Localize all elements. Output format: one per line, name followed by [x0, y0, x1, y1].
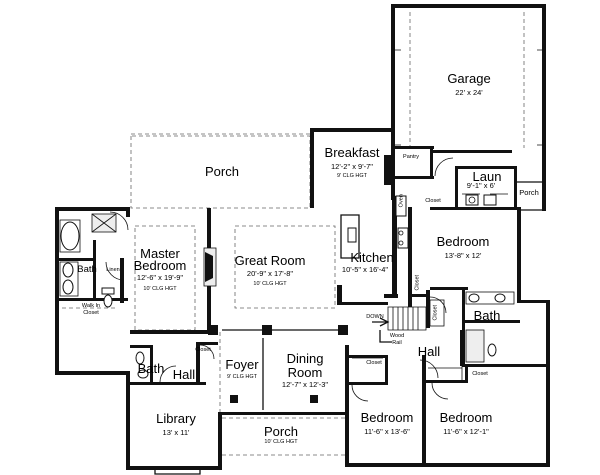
walk-in-closet-label-1: Walk In — [81, 303, 101, 309]
master-bedroom-dims: 12'-6" x 19'-9" — [136, 273, 184, 282]
breakfast-dims: 12'-2" x 9'-7" — [331, 162, 373, 171]
pantry-name: Pantry — [403, 154, 419, 160]
kitchen-fixtures — [337, 155, 409, 305]
library-name: Library — [156, 411, 196, 426]
southeast-bedroom-dims: 11'-6" x 12'-1" — [443, 427, 489, 436]
great-room-ceiling: 10' CLG HGT — [253, 281, 287, 287]
front-walls — [208, 325, 348, 410]
east-closet-a-label: Closet — [414, 274, 421, 291]
porch-steps — [154, 470, 201, 475]
back-porch-name: Porch — [205, 164, 239, 179]
side-porch-name: Porch — [519, 188, 539, 197]
garage-dims: 22' x 24' — [455, 88, 483, 97]
great-room-name: Great Room — [234, 253, 306, 268]
laundry-dims: 9'-1" x 6' — [466, 181, 496, 190]
front-porch-ceiling: 10' CLG HGT — [264, 439, 298, 445]
stairs — [372, 306, 427, 343]
foyer-name: Foyer — [225, 357, 259, 372]
kitchen-dims: 10'-5" x 16'-4" — [341, 265, 389, 274]
east-bedroom-name: Bedroom — [436, 234, 490, 249]
stairs-down-label: DOWN — [366, 314, 384, 320]
utility-walls — [394, 146, 545, 211]
exterior-walls — [55, 207, 550, 470]
dining-room-name: Room — [287, 365, 323, 380]
east-hall-name: Hall — [417, 344, 441, 359]
east-wing-walls — [408, 207, 550, 380]
breakfast-name: Breakfast — [324, 145, 380, 160]
wood-rail-label: Rail — [392, 340, 402, 346]
east-bedroom-dims: 13'-8" x 12' — [444, 251, 482, 260]
garage-name: Garage — [447, 71, 491, 86]
east-closet-b-label: Closet — [432, 304, 439, 321]
east-closet-label: Closet — [472, 371, 488, 377]
southeast-bedroom-name: Bedroom — [439, 410, 493, 425]
master-suite-interior — [58, 211, 129, 309]
master-bedroom-ceiling: 10' CLG HGT — [143, 286, 177, 292]
hall-left-walls — [126, 342, 218, 385]
bottom-bedrooms-walls — [345, 355, 468, 465]
garage-walls — [391, 4, 546, 211]
small-bath-name: Bath — [137, 361, 165, 376]
breakfast-ceiling: 9' CLG HGT — [336, 173, 368, 179]
foyer-ceiling: 9' CLG HGT — [226, 374, 258, 380]
library-dims: 13' x 11' — [162, 428, 190, 437]
oven-label: Oven — [398, 194, 405, 208]
master-bedroom-name-1: Master — [140, 246, 180, 261]
dining-room-dims: 12'-7" x 12'-3" — [281, 380, 329, 389]
great-room-dims: 20'-9" x 17'-8" — [246, 269, 294, 278]
kitchen-name: Kitchen — [350, 250, 394, 265]
east-bath-name: Bath — [473, 308, 501, 323]
mid-closet-label: Closet — [366, 360, 382, 366]
foyer-closet-label: Closet — [195, 347, 211, 353]
west-hall-name: Hall — [172, 367, 196, 382]
linen-label: Linen — [106, 267, 120, 273]
master-bath-name: Bath — [77, 264, 97, 275]
laundry-closet-name: Closet — [425, 198, 441, 204]
dining-room-name-1: Dining — [286, 351, 324, 366]
wood-rail-label-1: Wood — [389, 333, 405, 339]
mid-bedroom-name: Bedroom — [360, 410, 414, 425]
front-porch-name: Porch — [264, 424, 298, 439]
master-bedroom-name: Bedroom — [133, 258, 187, 273]
laundry-name: Laun — [472, 169, 502, 184]
walk-in-closet-label: Closet — [83, 310, 99, 316]
fireplace — [203, 247, 217, 287]
mid-bedroom-dims: 11'-6" x 13'-6" — [364, 427, 410, 436]
